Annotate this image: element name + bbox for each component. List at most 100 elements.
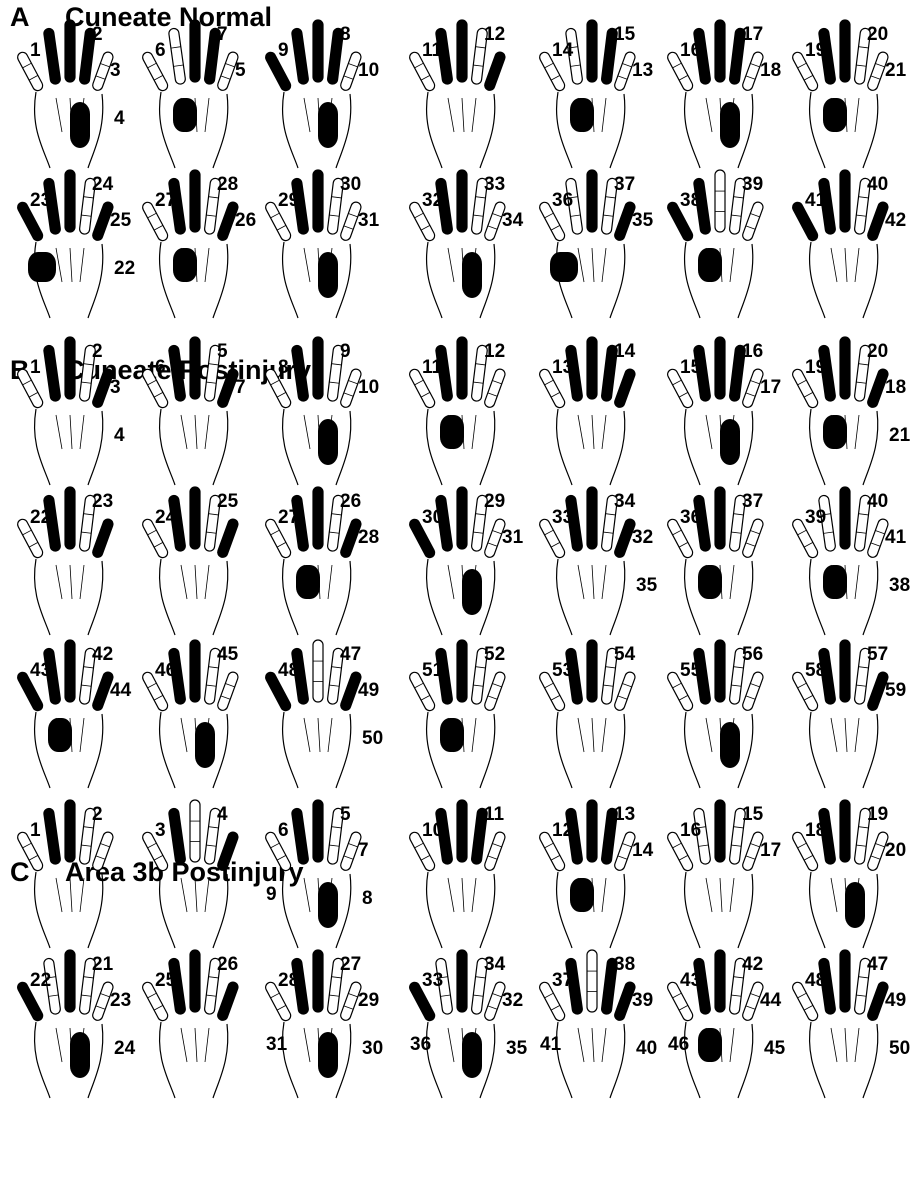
digit-outline: [190, 800, 200, 862]
palm-outline: [160, 712, 228, 788]
field-label: 46: [155, 660, 176, 681]
field-label: 34: [484, 954, 506, 975]
palm-outline: [810, 712, 878, 788]
field-label: 20: [885, 840, 906, 861]
hand-diagram: 5152: [408, 640, 507, 788]
palm-outline: [810, 242, 878, 318]
digit-d5: [483, 671, 506, 712]
receptive-field-palm-mid: [173, 248, 197, 282]
field-label: 30: [340, 174, 361, 195]
digit-outline: [313, 640, 323, 702]
field-label: 16: [680, 820, 701, 841]
field-label: 40: [867, 174, 888, 195]
field-label: 26: [235, 210, 256, 231]
receptive-field-palm-ulnar: [318, 419, 338, 465]
field-label: 12: [484, 24, 505, 45]
digit-d2: [168, 808, 186, 865]
digit-d2: [291, 28, 309, 85]
palm-outline: [35, 409, 103, 485]
digit-outline: [457, 640, 467, 702]
receptive-field-palm-ulnar: [318, 882, 338, 928]
digit-outline: [840, 337, 850, 399]
hand-diagram: 1234: [16, 20, 125, 168]
palm-outline: [427, 242, 495, 318]
hand-diagram: 1112: [408, 20, 507, 168]
field-label: 31: [266, 1034, 288, 1055]
receptive-field-palm-ulnar: [318, 1032, 338, 1078]
field-label: 34: [614, 491, 636, 512]
hand-diagram: 2827293031: [264, 950, 383, 1098]
digit-d3: [313, 487, 323, 549]
digit-d5: [216, 518, 239, 559]
digit-d3: [65, 640, 75, 702]
receptive-field-palm-ulnar: [318, 252, 338, 298]
digit-d3: [65, 800, 75, 862]
field-label: 31: [502, 527, 524, 548]
field-label: 22: [30, 970, 51, 991]
digit-outline: [216, 671, 239, 712]
field-label: 40: [867, 491, 888, 512]
digit-outline: [483, 831, 506, 872]
field-label: 27: [155, 190, 176, 211]
field-label: 47: [340, 644, 361, 665]
digit-d5: [613, 671, 636, 712]
field-label: 9: [266, 884, 277, 905]
field-label: 37: [552, 970, 573, 991]
receptive-field-palm-ulnar: [462, 569, 482, 615]
hand-diagram: 1011: [408, 800, 507, 948]
digit-outline: [91, 518, 114, 559]
field-label: 45: [764, 1038, 786, 1059]
digit-outline: [840, 800, 850, 862]
field-label: 25: [217, 491, 239, 512]
field-label: 13: [552, 357, 573, 378]
field-label: 21: [889, 425, 911, 446]
field-label: 47: [867, 954, 888, 975]
digit-outline: [587, 337, 597, 399]
hand-diagram: 2223: [16, 487, 115, 635]
receptive-field-palm-ulnar: [720, 419, 740, 465]
palm-creases: [831, 248, 859, 282]
digit-d3: [190, 20, 200, 82]
palm-creases: [578, 1028, 606, 1062]
palm-outline: [557, 1022, 625, 1098]
digit-outline: [190, 20, 200, 82]
hand-diagram: 4342444546: [666, 950, 786, 1098]
field-label: 38: [889, 575, 910, 596]
field-label: 29: [358, 990, 379, 1011]
palm-outline: [685, 92, 753, 168]
palm-outline: [283, 242, 351, 318]
hand-diagram: 3637: [666, 487, 765, 635]
field-label: 16: [742, 341, 763, 362]
palm-outline: [35, 559, 103, 635]
hand-diagram: 161517: [666, 800, 781, 948]
digit-d5: [483, 368, 506, 409]
hand-diagram: 414042: [791, 170, 906, 318]
digit-outline: [291, 28, 309, 85]
digit-outline: [91, 831, 114, 872]
palm-outline: [557, 409, 625, 485]
palm-creases: [304, 718, 332, 752]
field-label: 35: [506, 1038, 528, 1059]
field-label: 10: [422, 820, 443, 841]
hand-diagram: 3839: [666, 170, 765, 318]
field-label: 28: [358, 527, 379, 548]
field-label: 59: [885, 680, 906, 701]
digit-d3: [840, 950, 850, 1012]
digit-outline: [216, 981, 239, 1022]
field-label: 19: [867, 804, 888, 825]
digit-outline: [216, 831, 239, 872]
palm-creases: [181, 878, 209, 912]
field-label: 32: [502, 990, 523, 1011]
field-label: 35: [632, 210, 654, 231]
hand-diagram: 1314: [538, 337, 637, 485]
digit-outline: [313, 170, 323, 232]
digit-d3: [587, 170, 597, 232]
palm-creases: [706, 878, 734, 912]
hand-diagram: 363735: [538, 170, 654, 318]
field-label: 44: [760, 990, 782, 1011]
digit-d2: [291, 345, 309, 402]
field-label: 3: [110, 60, 121, 81]
hand-diagram: 12: [16, 800, 115, 948]
receptive-field-palm-mid: [173, 98, 197, 132]
